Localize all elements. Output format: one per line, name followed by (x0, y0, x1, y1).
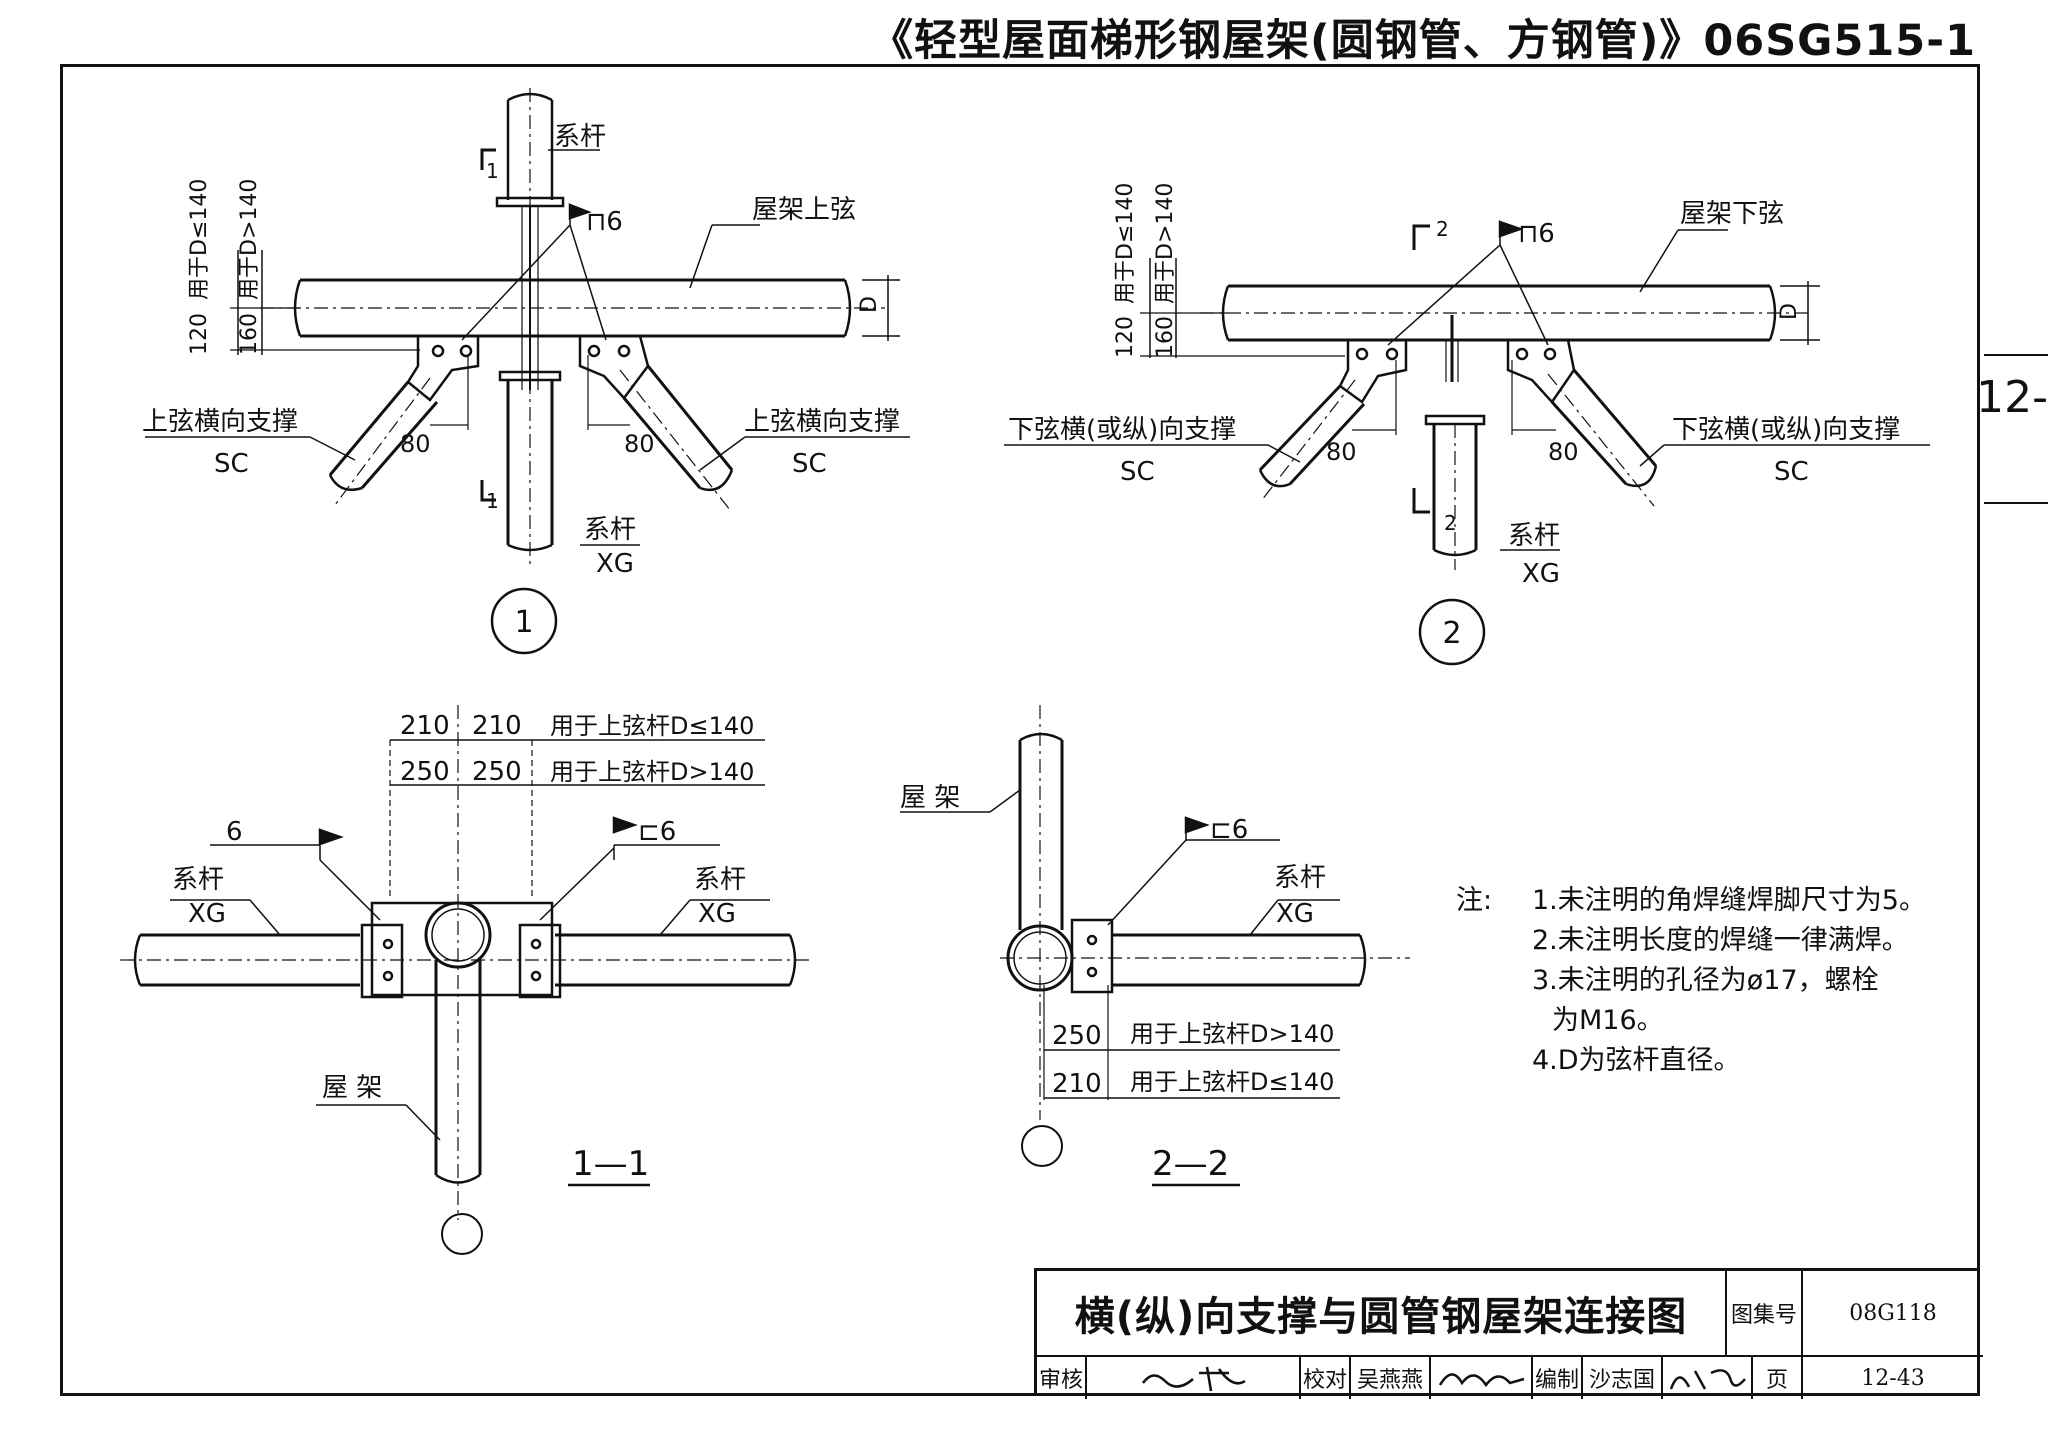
svg-text:系杆: 系杆 (172, 865, 224, 895)
svg-text:用于上弦杆D>140: 用于上弦杆D>140 (550, 758, 754, 786)
svg-text:210: 210 (472, 711, 522, 741)
svg-text:⊏6: ⊏6 (638, 817, 676, 847)
svg-text:系杆: 系杆 (584, 515, 636, 545)
compile-signature-mark (1669, 1369, 1746, 1390)
page-value: 12-43 (1861, 1365, 1925, 1391)
svg-text:D: D (857, 296, 882, 313)
svg-text:250: 250 (472, 757, 522, 787)
svg-text:系杆: 系杆 (1508, 521, 1560, 551)
svg-text:上弦横向支撑: 上弦横向支撑 (142, 407, 298, 437)
check-label: 校对 (1301, 1357, 1351, 1399)
compile-signature (1663, 1357, 1753, 1399)
svg-text:屋架上弦: 屋架上弦 (752, 195, 856, 225)
section-1-1 (120, 705, 810, 1255)
svg-text:SC: SC (214, 449, 249, 479)
header-title: 《轻型屋面梯形钢屋架(圆钢管、方钢管)》06SG515-1 (870, 16, 1976, 66)
svg-text:系杆: 系杆 (554, 122, 606, 152)
note-1: 1.未注明的角焊缝焊脚尺寸为5。 (1532, 885, 1926, 916)
svg-text:80: 80 (1326, 438, 1357, 466)
section-2-2-labels: 屋 架 ⊏6 系杆 XG 250 用于上弦杆D>140 210 用于上弦杆D≤1… (900, 783, 1334, 1184)
svg-text:⊓6: ⊓6 (1518, 219, 1555, 249)
svg-text:1: 1 (486, 489, 499, 513)
svg-text:D: D (1777, 303, 1802, 320)
side-tab-label: 12- (1976, 372, 2048, 423)
review-label: 审核 (1037, 1357, 1087, 1399)
detail-1 (145, 88, 910, 655)
svg-text:系杆: 系杆 (694, 865, 746, 895)
svg-text:1: 1 (514, 605, 533, 640)
note-2: 2.未注明长度的焊缝一律满焊。 (1532, 925, 1909, 956)
review-signature-mark (1141, 1366, 1246, 1392)
drawing-title: 横(纵)向支撑与圆管钢屋架连接图 (1037, 1271, 1727, 1357)
svg-text:80: 80 (400, 430, 431, 458)
atlas-value: 08G118 (1803, 1271, 1983, 1357)
svg-text:SC: SC (1120, 457, 1155, 487)
svg-text:210: 210 (400, 711, 450, 741)
notes-prefix: 注: (1456, 885, 1493, 916)
svg-text:用于上弦杆D>140: 用于上弦杆D>140 (1130, 1020, 1334, 1048)
svg-text:用于上弦杆D≤140: 用于上弦杆D≤140 (1130, 1068, 1334, 1096)
section-1-1-labels: 210 210 用于上弦杆D≤140 250 250 用于上弦杆D>140 6 … (172, 711, 754, 1184)
svg-text:用于D>140: 用于D>140 (1153, 183, 1178, 304)
svg-text:120: 120 (187, 313, 212, 355)
svg-text:用于D>140: 用于D>140 (237, 179, 262, 300)
svg-text:160: 160 (237, 313, 262, 355)
svg-text:屋 架: 屋 架 (900, 783, 960, 813)
note-4: 4.D为弦杆直径。 (1532, 1045, 1741, 1076)
svg-text:250: 250 (1052, 1021, 1102, 1051)
svg-text:⊓6: ⊓6 (586, 207, 623, 237)
page-label: 页 (1753, 1357, 1803, 1399)
svg-text:120: 120 (1113, 316, 1138, 358)
svg-text:⊏6: ⊏6 (1210, 815, 1248, 845)
svg-text:2: 2 (1436, 217, 1449, 241)
svg-text:1—1: 1—1 (572, 1144, 649, 1184)
svg-text:SC: SC (1774, 457, 1809, 487)
svg-text:系杆: 系杆 (1274, 863, 1326, 893)
svg-text:80: 80 (624, 430, 655, 458)
svg-text:2—2: 2—2 (1152, 1144, 1229, 1184)
svg-text:160: 160 (1153, 316, 1178, 358)
svg-text:用于上弦杆D≤140: 用于上弦杆D≤140 (550, 712, 754, 740)
svg-text:XG: XG (596, 549, 634, 579)
svg-text:XG: XG (1276, 899, 1314, 929)
detail-2-labels: 2 ⊓6 屋架下弦 D 120 用于D≤140 160 用于D>140 下弦横(… (1008, 183, 1900, 651)
svg-text:210: 210 (1052, 1069, 1102, 1099)
svg-text:1: 1 (486, 159, 499, 183)
check-signature-mark (1438, 1373, 1525, 1388)
atlas-label: 图集号 (1727, 1271, 1803, 1357)
svg-text:2: 2 (1442, 616, 1461, 651)
svg-text:屋架下弦: 屋架下弦 (1680, 199, 1784, 229)
review-signature (1087, 1357, 1301, 1399)
detail-1-labels: 系杆 1 ⊓6 屋架上弦 D 120 用于D≤140 160 用于D>140 上… (142, 122, 900, 640)
svg-text:下弦横(或纵)向支撑: 下弦横(或纵)向支撑 (1672, 415, 1900, 445)
svg-text:80: 80 (1548, 438, 1579, 466)
note-3-cont: 为M16。 (1552, 1005, 1664, 1036)
compile-name: 沙志国 (1583, 1357, 1663, 1399)
section-2-2 (900, 705, 1410, 1187)
compile-label: 编制 (1533, 1357, 1583, 1399)
check-signature (1431, 1357, 1533, 1399)
title-block: 横(纵)向支撑与圆管钢屋架连接图 图集号 08G118 审核 校对 吴燕燕 编制… (1034, 1268, 1983, 1399)
svg-text:SC: SC (792, 449, 827, 479)
check-name: 吴燕燕 (1351, 1357, 1431, 1399)
svg-text:XG: XG (698, 899, 736, 929)
svg-text:2: 2 (1444, 511, 1457, 535)
note-3: 3.未注明的孔径为ø17，螺栓 (1532, 965, 1879, 996)
svg-text:XG: XG (188, 899, 226, 929)
svg-text:下弦横(或纵)向支撑: 下弦横(或纵)向支撑 (1008, 415, 1236, 445)
svg-text:上弦横向支撑: 上弦横向支撑 (744, 407, 900, 437)
svg-text:250: 250 (400, 757, 450, 787)
drawing-sheet (60, 64, 1980, 1396)
detail-2 (1004, 220, 1930, 666)
svg-text:屋 架: 屋 架 (322, 1073, 382, 1103)
svg-text:用于D≤140: 用于D≤140 (187, 179, 212, 300)
svg-text:XG: XG (1522, 559, 1560, 589)
svg-text:6: 6 (226, 817, 243, 847)
svg-text:用于D≤140: 用于D≤140 (1113, 183, 1138, 304)
